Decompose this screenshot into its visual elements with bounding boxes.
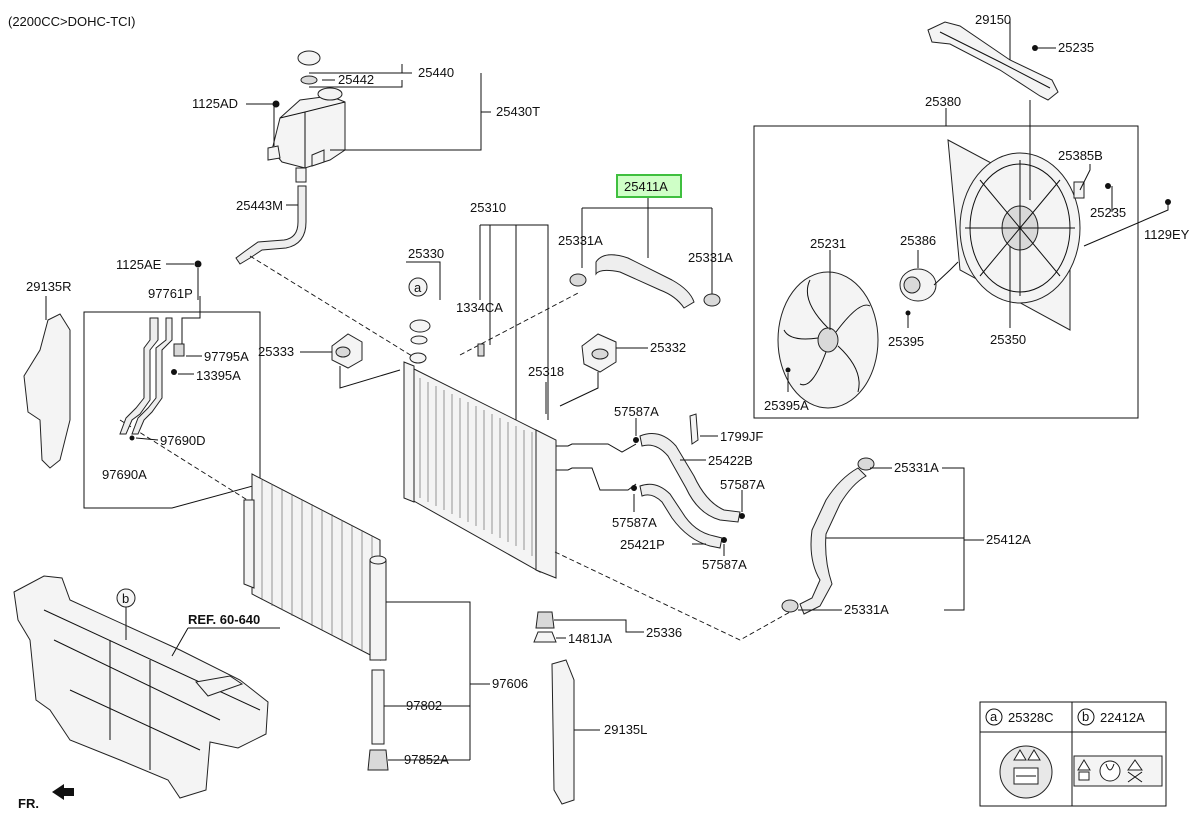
- front-arrow-icon: [52, 784, 74, 800]
- label-57587A-1: 57587A: [614, 404, 659, 419]
- reservoir-hose-drawing: [235, 185, 307, 265]
- label-1799JF: 1799JF: [720, 429, 763, 444]
- receiver-drier-drawing: [371, 669, 385, 745]
- legend-a-part: 25328C: [1008, 710, 1054, 725]
- legend-b-letter: b: [1082, 709, 1089, 724]
- label-97606: 97606: [492, 676, 528, 691]
- label-25430T: 25430T: [496, 104, 540, 119]
- label-25231: 25231: [810, 236, 846, 251]
- label-29135R: 29135R: [26, 279, 72, 294]
- label-97795A: 97795A: [204, 349, 249, 364]
- label-25411A: 25411A: [624, 179, 668, 194]
- label-25385B: 25385B: [1058, 148, 1103, 163]
- label-25395A: 25395A: [764, 398, 809, 413]
- upper-hose-clamp-left: [569, 273, 587, 287]
- radiator-core-drawing: [403, 352, 557, 579]
- label-1129EY: 1129EY: [1144, 227, 1190, 242]
- left-air-guard-drawing: [551, 659, 575, 805]
- label-25412A: 25412A: [986, 532, 1031, 547]
- legend-a-letter: a: [990, 709, 998, 724]
- label-25380: 25380: [925, 94, 961, 109]
- legend-table: a 25328C b 22412A: [979, 701, 1167, 807]
- label-13395A: 13395A: [196, 368, 241, 383]
- label-25422B: 25422B: [708, 453, 753, 468]
- fan-blade-drawing: [777, 271, 879, 409]
- label-97802: 97802: [406, 698, 442, 713]
- fan-shroud-drawing: [947, 139, 1111, 331]
- label-25395: 25395: [888, 334, 924, 349]
- label-25330: 25330: [408, 246, 444, 261]
- label-97690A: 97690A: [102, 467, 147, 482]
- label-29150: 29150: [975, 12, 1011, 27]
- callout-b-text: b: [122, 591, 129, 606]
- label-97852A: 97852A: [404, 752, 449, 767]
- lower-hose-drawing: [799, 467, 867, 615]
- ac-line-drawing: [119, 317, 185, 441]
- label-25421P: 25421P: [620, 537, 665, 552]
- legend-b-part: 22412A: [1100, 710, 1145, 725]
- label-25332: 25332: [650, 340, 686, 355]
- label-25350: 25350: [990, 332, 1026, 347]
- label-25333: 25333: [258, 344, 294, 359]
- engine-spec-label: (2200CC>DOHC-TCI): [8, 14, 136, 29]
- right-air-guard-drawing: [23, 313, 71, 469]
- warning-labels-icon: [1073, 755, 1163, 787]
- upper-hose-drawing: [595, 254, 695, 309]
- upper-bracket-drawing: [927, 21, 1059, 101]
- fan-motor-drawing: [899, 261, 959, 302]
- label-25331A-left: 25331A: [558, 233, 603, 248]
- callout-a-text: a: [414, 280, 422, 295]
- label-97690D: 97690D: [160, 433, 206, 448]
- radiator-pin-drawing: [477, 343, 485, 357]
- label-1125AE: 1125AE: [116, 257, 162, 272]
- drain-plug-drawing: [535, 611, 555, 629]
- label-1481JA: 1481JA: [568, 631, 612, 646]
- radiator-cap-drawing: [409, 319, 431, 333]
- atf-hose-upper-drawing: [639, 433, 741, 523]
- label-25440: 25440: [418, 65, 454, 80]
- reservoir-tank-drawing: [267, 50, 346, 183]
- label-25331A-right: 25331A: [688, 250, 733, 265]
- label-1125AD: 1125AD: [192, 96, 238, 111]
- label-25235-top: 25235: [1058, 40, 1094, 55]
- callout-a-marker: [408, 277, 428, 297]
- label-25336: 25336: [646, 625, 682, 640]
- label-25331A-lower-bottom: 25331A: [844, 602, 889, 617]
- lower-hose-clamp-top: [857, 457, 875, 471]
- label-57587A-2: 57587A: [720, 477, 765, 492]
- label-25443M: 25443M: [236, 198, 283, 213]
- radiator-cap-warning-icon: [999, 745, 1053, 799]
- lower-hose-clamp-bottom: [781, 599, 799, 613]
- drier-cap-drawing: [367, 749, 389, 771]
- label-25331A-lower-top: 25331A: [894, 460, 939, 475]
- label-97761P: 97761P: [148, 286, 193, 301]
- front-direction-label: FR.: [18, 796, 39, 811]
- front-carrier-drawing: [13, 575, 269, 799]
- label-57587A-4: 57587A: [702, 557, 747, 572]
- label-25442: 25442: [338, 72, 374, 87]
- label-25318: 25318: [528, 364, 564, 379]
- label-25386: 25386: [900, 233, 936, 248]
- label-25235-side: 25235: [1090, 205, 1126, 220]
- condenser-drawing: [243, 473, 387, 661]
- highlight-box-25411A: [616, 174, 682, 198]
- ac-line-box: [83, 311, 261, 509]
- atf-hose-lower-drawing: [639, 483, 723, 549]
- upper-hose-clamp-right: [703, 293, 721, 307]
- label-29135L: 29135L: [604, 722, 647, 737]
- label-25310: 25310: [470, 200, 506, 215]
- label-1334CA: 1334CA: [456, 300, 503, 315]
- label-57587A-3: 57587A: [612, 515, 657, 530]
- label-ref-60-640: REF. 60-640: [188, 612, 260, 627]
